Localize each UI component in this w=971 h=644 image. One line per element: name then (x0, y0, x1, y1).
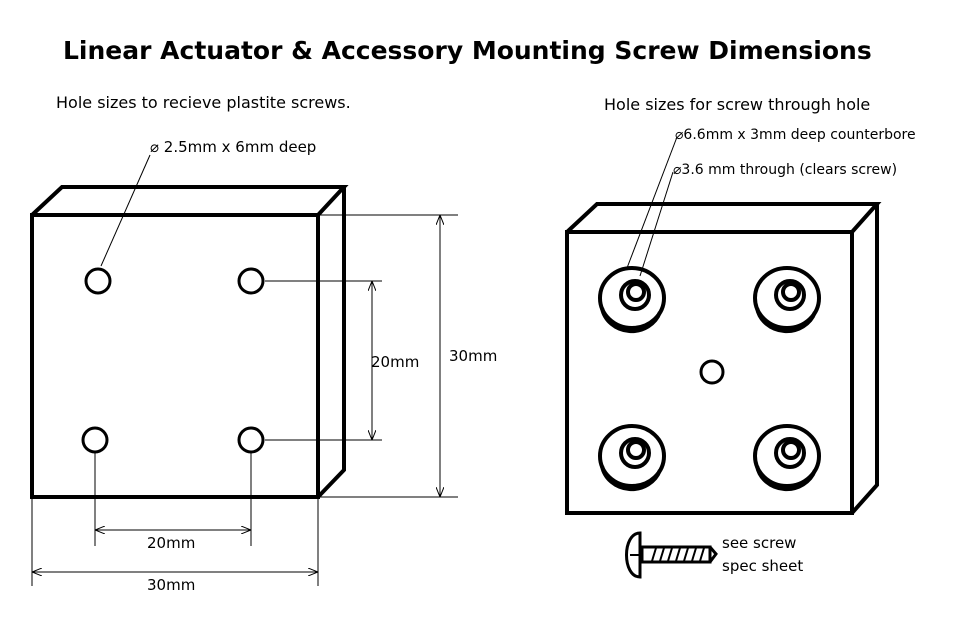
hole (81, 426, 109, 454)
dim-inner-vertical: 20mm (371, 353, 420, 371)
screw-note-line1: see screw (722, 534, 797, 552)
hole (237, 426, 265, 454)
page-title: Linear Actuator & Accessory Mounting Scr… (63, 36, 872, 65)
through-callout: ⌀3.6 mm through (clears screw) (673, 162, 898, 178)
counterbore (598, 266, 666, 334)
screw-icon (625, 531, 718, 579)
right-subtitle: Hole sizes for screw through hole (604, 95, 871, 114)
right-block (565, 202, 882, 515)
counterbore-holes (598, 266, 821, 492)
left-dimensions (31, 154, 458, 586)
right-leaders (626, 136, 678, 277)
left-block (30, 185, 349, 499)
counterbore-callout: ⌀6.6mm x 3mm deep counterbore (675, 127, 916, 143)
left-subtitle: Hole sizes to recieve plastite screws. (56, 93, 351, 112)
counterbore (598, 424, 666, 492)
counterbore (753, 266, 821, 334)
left-holes (81, 267, 265, 454)
hole (237, 267, 265, 295)
dim-outer-vertical: 30mm (449, 347, 498, 365)
screw-note-line2: spec sheet (722, 557, 804, 575)
hole-callout: ⌀ 2.5mm x 6mm deep (150, 138, 317, 156)
dim-outer-horizontal: 30mm (147, 576, 196, 594)
dim-inner-horizontal: 20mm (147, 534, 196, 552)
hole (84, 267, 112, 295)
center-hole (699, 359, 725, 385)
counterbore (753, 424, 821, 492)
